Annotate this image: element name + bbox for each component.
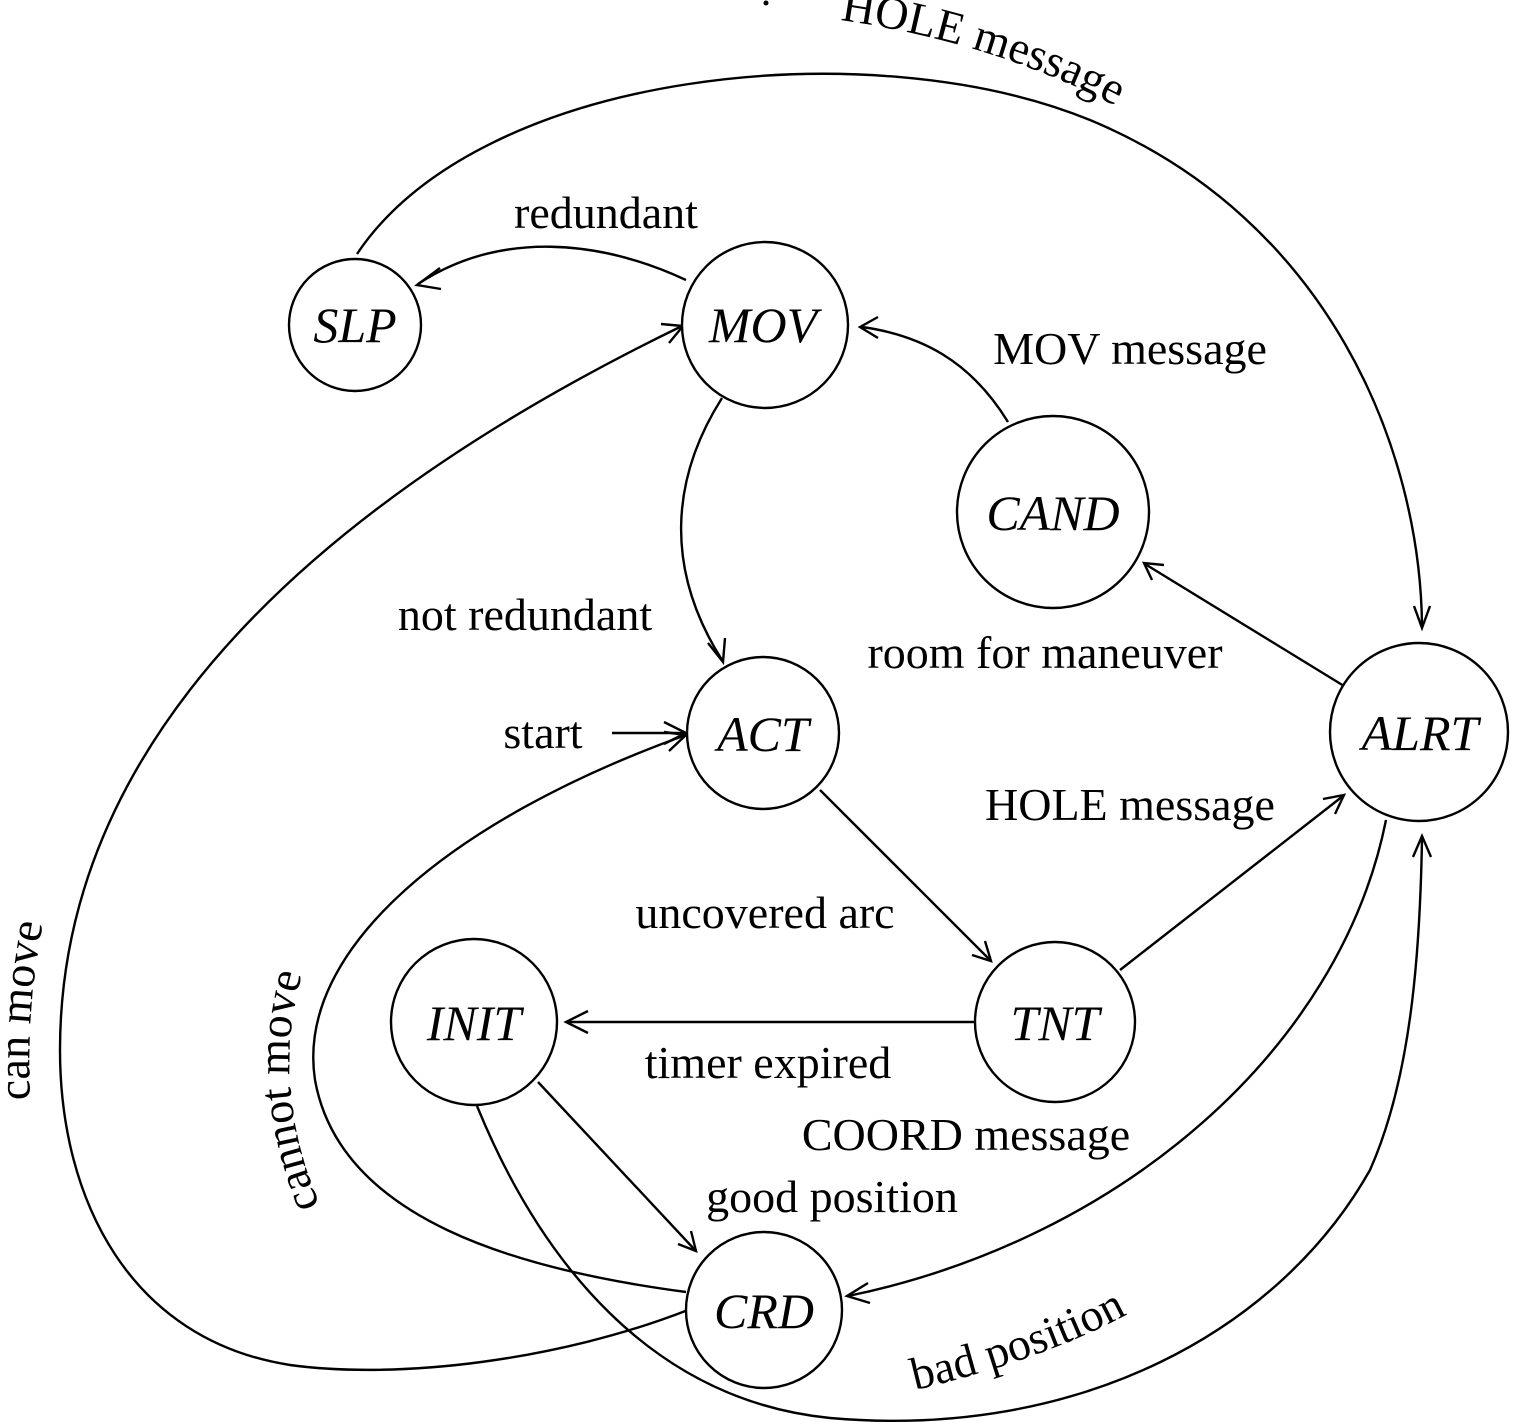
- edge-crd-mov[interactable]: [58, 324, 689, 1372]
- label-bad-position-text: bad position: [905, 1278, 1132, 1400]
- state-label: INIT: [426, 995, 525, 1051]
- label-can-move-text: can move: [0, 916, 53, 1101]
- state-TNT[interactable]: TNT: [973, 940, 1137, 1104]
- arrowhead-mov-act: [707, 637, 727, 666]
- stray-dot: [763, 0, 769, 6]
- label-not-redundant: not redundant: [398, 589, 652, 640]
- label-coord-message: COORD message: [802, 1109, 1130, 1160]
- state-ALRT[interactable]: ALRT: [1328, 641, 1510, 823]
- edge-alrt-cand[interactable]: [1144, 562, 1345, 688]
- state-label: CRD: [714, 1283, 814, 1339]
- label-hole-message: HOLE message: [985, 779, 1275, 830]
- state-label: TNT: [1011, 995, 1103, 1051]
- state-circle: [973, 940, 1137, 1104]
- state-label: MOV: [708, 297, 823, 353]
- label-good-position: good position: [706, 1171, 958, 1222]
- state-label: ALRT: [1359, 705, 1482, 761]
- state-INIT[interactable]: INIT: [389, 937, 559, 1107]
- state-circle: [955, 414, 1151, 610]
- arrowhead-slp-alrt: [1412, 605, 1432, 632]
- state-circle: [684, 1230, 844, 1390]
- arrowhead-alrt-crd: [844, 1281, 871, 1305]
- arrowhead-init-alrt: [1411, 832, 1433, 858]
- edge-mov-act[interactable]: [679, 397, 724, 661]
- state-ACT[interactable]: ACT: [685, 655, 841, 811]
- state-label: ACT: [714, 706, 812, 762]
- label-redundant: redundant: [514, 187, 698, 238]
- edges: [58, 72, 1433, 1422]
- state-label: CAND: [986, 485, 1119, 541]
- label-start: start: [503, 707, 582, 758]
- label-mov-message: MOV message: [993, 323, 1267, 374]
- label-room-for-maneuver: room for maneuver: [867, 627, 1222, 678]
- state-SLP[interactable]: SLP: [287, 257, 423, 393]
- label-uncovered-arc: uncovered arc: [635, 887, 894, 938]
- arrowhead-cand-mov: [857, 315, 879, 340]
- edge-alrt-crd[interactable]: [847, 819, 1388, 1298]
- state-MOV[interactable]: MOV: [680, 240, 850, 410]
- arrowhead-init-crd: [677, 1230, 698, 1253]
- arrowhead-tnt-init: [563, 1009, 589, 1035]
- state-CAND[interactable]: CAND: [955, 414, 1151, 610]
- arrowhead-mov-slp: [414, 267, 442, 291]
- edge-init-crd[interactable]: [537, 1081, 696, 1251]
- label-timer-expired: timer expired: [645, 1037, 892, 1088]
- state-CRD[interactable]: CRD: [684, 1230, 844, 1390]
- edge-tnt-alrt[interactable]: [1119, 795, 1344, 971]
- arrowhead-tnt-alrt: [1322, 793, 1347, 815]
- state-circle: [680, 240, 850, 410]
- edge-mov-slp[interactable]: [417, 245, 687, 286]
- edge-init-alrt[interactable]: [475, 837, 1424, 1422]
- label-can-move: can move: [0, 916, 53, 1101]
- edge-act-tnt[interactable]: [819, 789, 991, 961]
- edge-slp-alrt[interactable]: [356, 72, 1424, 626]
- state-circle: [685, 655, 841, 811]
- state-label: SLP: [313, 297, 396, 353]
- label-hole-message-top: HOLE message: [839, 0, 1135, 115]
- label-hole-message-top-text: HOLE message: [839, 0, 1135, 115]
- state-circle: [287, 257, 423, 393]
- arrowhead-act-tnt: [971, 940, 993, 963]
- edge-cand-mov[interactable]: [861, 325, 1010, 423]
- state-circle: [1328, 641, 1510, 823]
- arrowhead-alrt-cand: [1142, 561, 1165, 581]
- edge-crd-act[interactable]: [312, 733, 687, 1294]
- state-circle: [389, 937, 559, 1107]
- label-bad-position: bad position: [905, 1278, 1132, 1400]
